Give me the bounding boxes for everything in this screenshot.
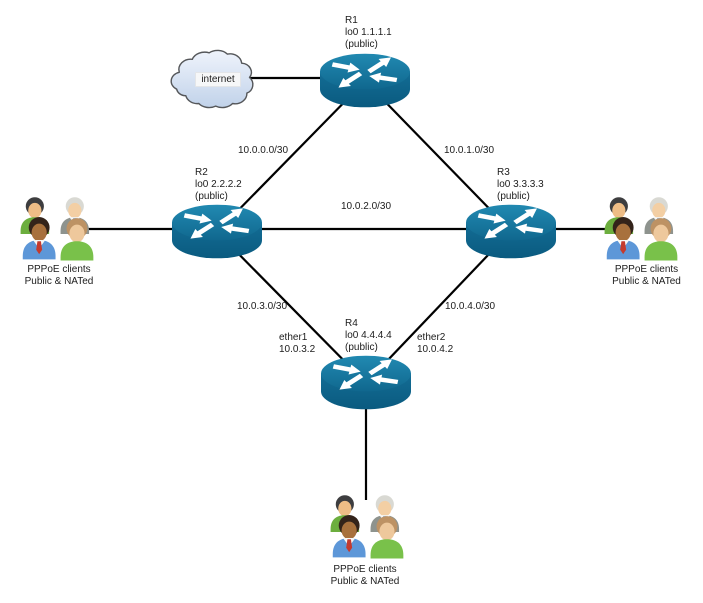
router-r3-label: R3 lo0 3.3.3.3 (public)	[497, 167, 544, 203]
clients-bottom-line1: PPPoE clients	[333, 564, 397, 575]
clients-left-label: PPPoE clients Public & NATed	[3, 264, 115, 288]
clients-left-line1: PPPoE clients	[27, 264, 91, 275]
router-r4-label: R4 lo0 4.4.4.4 (public)	[345, 318, 392, 354]
clients-left-users-icon	[21, 197, 94, 260]
clients-bottom-label: PPPoE clients Public & NATed	[309, 564, 421, 588]
link-r3-r4-label: 10.0.4.0/30	[445, 301, 496, 312]
router-r1-label: R1 lo0 1.1.1.1 (public)	[345, 15, 392, 51]
router-r3-icon	[466, 204, 556, 258]
interface-ether1-ip: 10.0.3.2	[279, 344, 316, 355]
link-r3-r4-line	[365, 230, 512, 384]
router-r4-icon	[321, 355, 411, 409]
router-r1-icon	[320, 53, 410, 107]
link-r1-r3-line	[364, 80, 512, 232]
router-r4-name: R4	[345, 318, 358, 329]
router-r4-loopback: lo0 4.4.4.4	[345, 330, 392, 341]
link-r1-r3-label: 10.0.1.0/30	[444, 145, 495, 156]
router-r3-note: (public)	[497, 191, 530, 202]
interface-ether1-name: ether1	[279, 332, 308, 343]
router-r2-label: R2 lo0 2.2.2.2 (public)	[195, 167, 242, 203]
router-r1-note: (public)	[345, 39, 378, 50]
link-r1-r2-line	[216, 80, 366, 233]
router-r3-name: R3	[497, 167, 510, 178]
interface-ether2-name: ether2	[417, 332, 446, 343]
links-layer	[82, 76, 622, 500]
interface-ether1-label: ether1 10.0.3.2	[279, 332, 315, 356]
router-r1-name: R1	[345, 15, 358, 26]
internet-cloud-label: internet	[195, 72, 241, 87]
router-r2-note: (public)	[195, 191, 228, 202]
link-r2-r4-line	[216, 231, 367, 384]
link-r2-r3-label: 10.0.2.0/30	[341, 201, 392, 212]
link-r1-r2-label: 10.0.0.0/30	[238, 145, 289, 156]
link-r2-r4-label: 10.0.3.0/30	[237, 301, 288, 312]
clients-bottom-users-icon	[331, 495, 404, 558]
interface-ether2-label: ether2 10.0.4.2	[417, 332, 453, 356]
clients-right-users-icon	[605, 197, 678, 260]
router-r4-note: (public)	[345, 342, 378, 353]
clients-right-label: PPPoE clients Public & NATed	[590, 264, 703, 288]
interface-ether2-ip: 10.0.4.2	[417, 344, 454, 355]
router-r1-loopback: lo0 1.1.1.1	[345, 27, 392, 38]
clients-left-line2: Public & NATed	[24, 276, 94, 287]
clients-bottom-line2: Public & NATed	[330, 576, 400, 587]
clients-right-line2: Public & NATed	[612, 276, 681, 287]
router-r2-loopback: lo0 2.2.2.2	[195, 179, 242, 190]
router-r2-icon	[172, 204, 262, 258]
router-r2-name: R2	[195, 167, 208, 178]
router-r3-loopback: lo0 3.3.3.3	[497, 179, 544, 190]
clients-right-line1: PPPoE clients	[614, 264, 679, 275]
